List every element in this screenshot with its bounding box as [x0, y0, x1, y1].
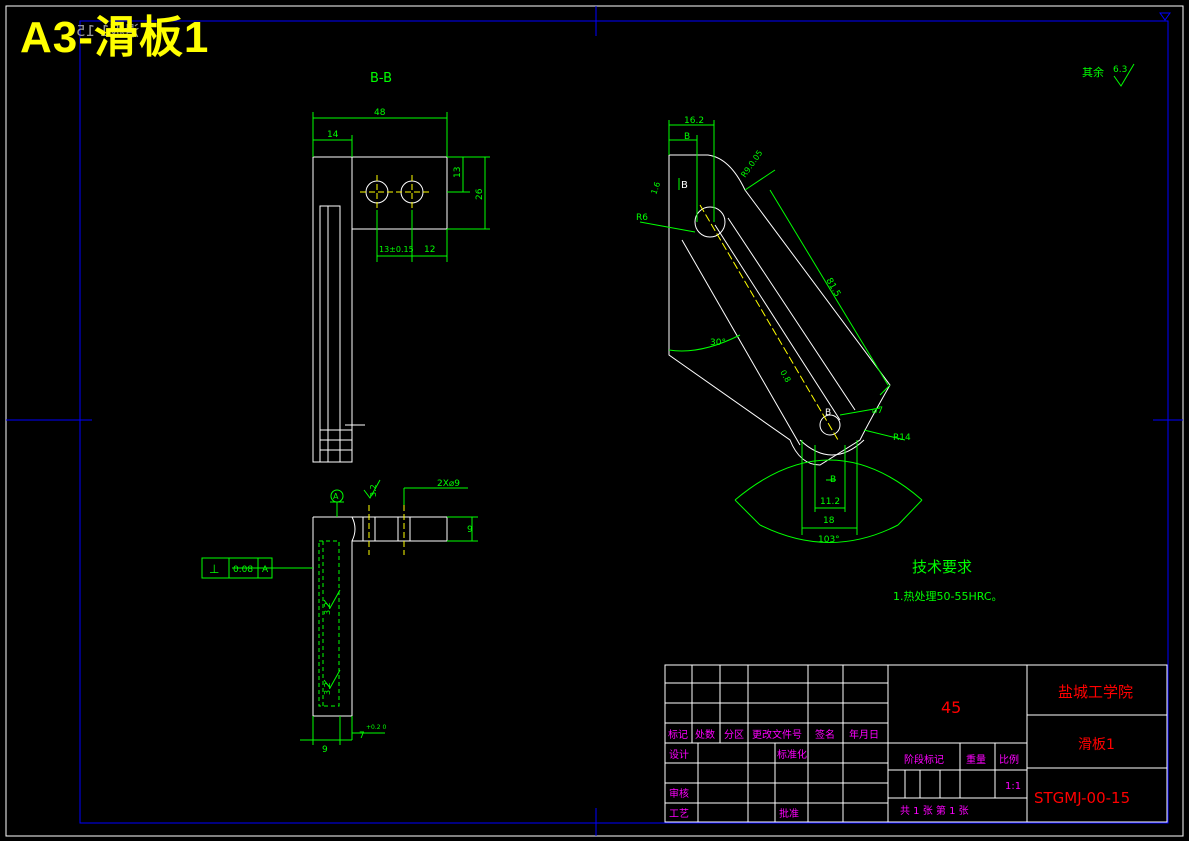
tech-req-item1: 1.热处理50-55HRC。	[893, 590, 1003, 603]
tb-drawing-no: STGMJ-00-15	[1034, 789, 1130, 807]
roughness-a: 3.2	[369, 484, 378, 497]
dim-48: 48	[374, 108, 386, 118]
tb-weight: 重量	[966, 753, 986, 766]
dim-9: 9	[467, 525, 473, 535]
sheet-title: A3-滑板1	[20, 13, 210, 62]
tb-h-zone: 分区	[724, 729, 744, 741]
dim-13-tol: 13±0.15	[379, 245, 414, 254]
dim-b3: B	[825, 408, 831, 418]
tb-material: 45	[941, 698, 961, 717]
tolerance-symbol: ⊥	[209, 562, 219, 576]
dim-7-tol: +0.2 0	[366, 724, 386, 731]
dim-14: 14	[327, 130, 339, 140]
outer-frame	[5, 5, 1184, 837]
roughness-symbols	[323, 479, 381, 689]
lower-view-hidden	[318, 540, 340, 707]
slider-dims	[639, 120, 923, 543]
dim-2x9: 2X⌀9	[437, 479, 460, 489]
section-label: B-B	[370, 71, 392, 86]
section-view-outline	[312, 156, 448, 463]
dim-1-6: 1.6	[649, 181, 662, 196]
dim-r6: R6	[636, 213, 648, 223]
dim-13: 13	[453, 167, 463, 178]
tb-scale-value: 1:1	[1005, 781, 1021, 792]
datum-circle	[330, 489, 344, 503]
dim-18: 18	[823, 516, 835, 526]
tolerance-value: 0.08	[233, 565, 253, 575]
tb-stage: 阶段标记	[904, 753, 944, 766]
tb-process: 工艺	[669, 808, 689, 820]
tb-h-count: 处数	[695, 728, 715, 741]
slider-centerlines	[699, 204, 839, 441]
roughness-c: 3.2	[323, 682, 332, 695]
centering-marks	[6, 6, 1183, 836]
dim-103: 103°	[818, 535, 840, 545]
datum-label: A	[333, 492, 339, 501]
tb-design: 设计	[669, 748, 689, 761]
section-view-dims	[312, 112, 490, 262]
dim-26: 26	[475, 188, 485, 200]
tb-scale-label: 比例	[999, 753, 1019, 766]
lower-view-outline	[312, 516, 448, 717]
dim-9b: 9	[322, 745, 328, 755]
tolerance-frame	[201, 557, 273, 579]
roughness-note-value: 6.3	[1113, 65, 1127, 75]
tolerance-datum: A	[262, 565, 269, 575]
dim-7: 7	[359, 731, 365, 741]
roughness-note-label: 其余	[1082, 65, 1104, 79]
dim-r9: R9.0.05	[739, 149, 764, 180]
dim-11-2: 11.2	[820, 497, 840, 507]
tb-approve: 批准	[779, 807, 799, 820]
tb-h-sign: 签名	[815, 728, 835, 741]
dim-30: 30°	[710, 338, 726, 348]
tb-h-date: 年月日	[849, 728, 879, 741]
slider-outline	[668, 154, 891, 466]
tech-req-heading: 技术要求	[912, 558, 972, 576]
dim-b1: B	[684, 132, 690, 142]
dim-b4: B	[830, 475, 836, 485]
tb-sheets: 共 1 张 第 1 张	[900, 804, 969, 817]
roughness-note-symbol	[1113, 63, 1135, 87]
tb-school: 盐城工学院	[1058, 683, 1133, 701]
tb-h-doc: 更改文件号	[752, 728, 802, 741]
inner-border	[79, 20, 1169, 824]
section-view-centerlines	[360, 175, 430, 210]
tb-standard: 标准化	[777, 748, 807, 761]
dim-81-5: 81.5	[823, 277, 842, 299]
tb-review: 审核	[669, 787, 689, 800]
dim-r14: R14	[893, 433, 911, 443]
roughness-b: 3.2	[323, 602, 332, 615]
title-block-grid	[664, 664, 1168, 823]
dim-0-8: 0.8	[778, 369, 792, 385]
lower-view-centerlines	[368, 505, 405, 555]
dim-b2: B	[681, 180, 688, 191]
tb-part-name: 滑板1	[1078, 736, 1115, 753]
tb-h-mark: 标记	[668, 729, 688, 741]
dim-dia-7: ⌀7	[872, 406, 883, 416]
dim-16-2: 16.2	[684, 116, 704, 126]
dim-12: 12	[424, 245, 435, 255]
